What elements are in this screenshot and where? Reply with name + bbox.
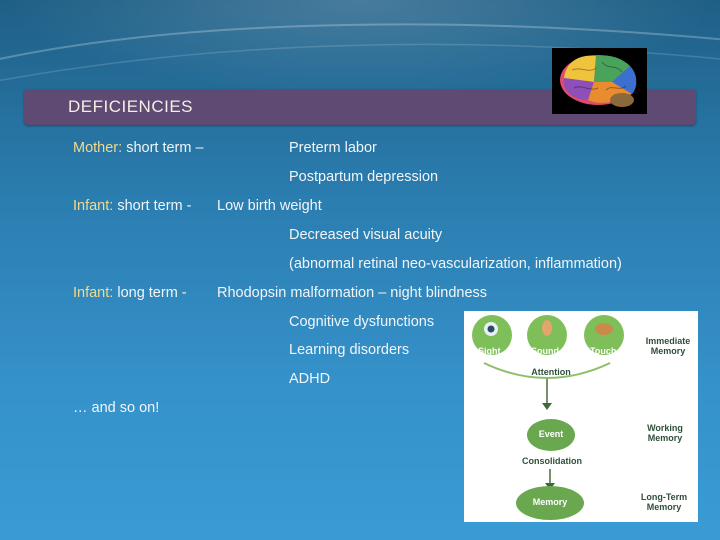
sense-sound: Sound [531,346,559,356]
decreased-visual-acuity: Decreased visual acuity [289,227,443,243]
infant-short-term-text: short term - [113,198,192,214]
infant-label: Infant: [73,198,114,214]
working-memory-label: Working Memory [647,423,683,443]
mother-short-term-text: short term – [122,140,204,156]
adhd: ADHD [289,371,331,387]
low-birth-weight: Low birth weight [217,198,322,214]
memory-diagram: Sight Sound Touch Immediate Memory Atten… [464,311,698,522]
and-so-on: … and so on! [73,400,160,416]
postpartum-depression: Postpartum depression [289,169,439,185]
preterm-labor: Preterm labor [289,140,377,156]
consolidation-label: Consolidation [522,456,582,466]
rhodopsin-malformation: Rhodopsin malformation – night blindness [217,285,488,301]
infant-long-term-label: Infant: long term - [73,285,187,301]
infant-label: Infant: [73,285,114,301]
attention-label: Attention [531,367,571,377]
long-term-memory-label: Long-Term Memory [640,492,688,512]
learning-disorders: Learning disorders [289,342,410,358]
sense-sight: Sight [478,346,501,356]
immediate-memory-label: Immediate Memory [645,336,691,356]
cognitive-dysfunctions: Cognitive dysfunctions [289,314,435,330]
event-label: Event [538,429,564,439]
memory-label: Memory [532,497,568,507]
infant-short-term-label: Infant: short term - [73,198,191,214]
brain-image [552,48,647,114]
mother-short-term-label: Mother: short term – [73,140,204,156]
mother-label: Mother: [73,140,123,156]
retinal-note: (abnormal retinal neo-vascularization, i… [289,256,622,272]
slide-title: DEFICIENCIES [68,97,194,116]
sense-touch: Touch [590,346,617,356]
infant-long-term-text: long term - [113,285,187,301]
